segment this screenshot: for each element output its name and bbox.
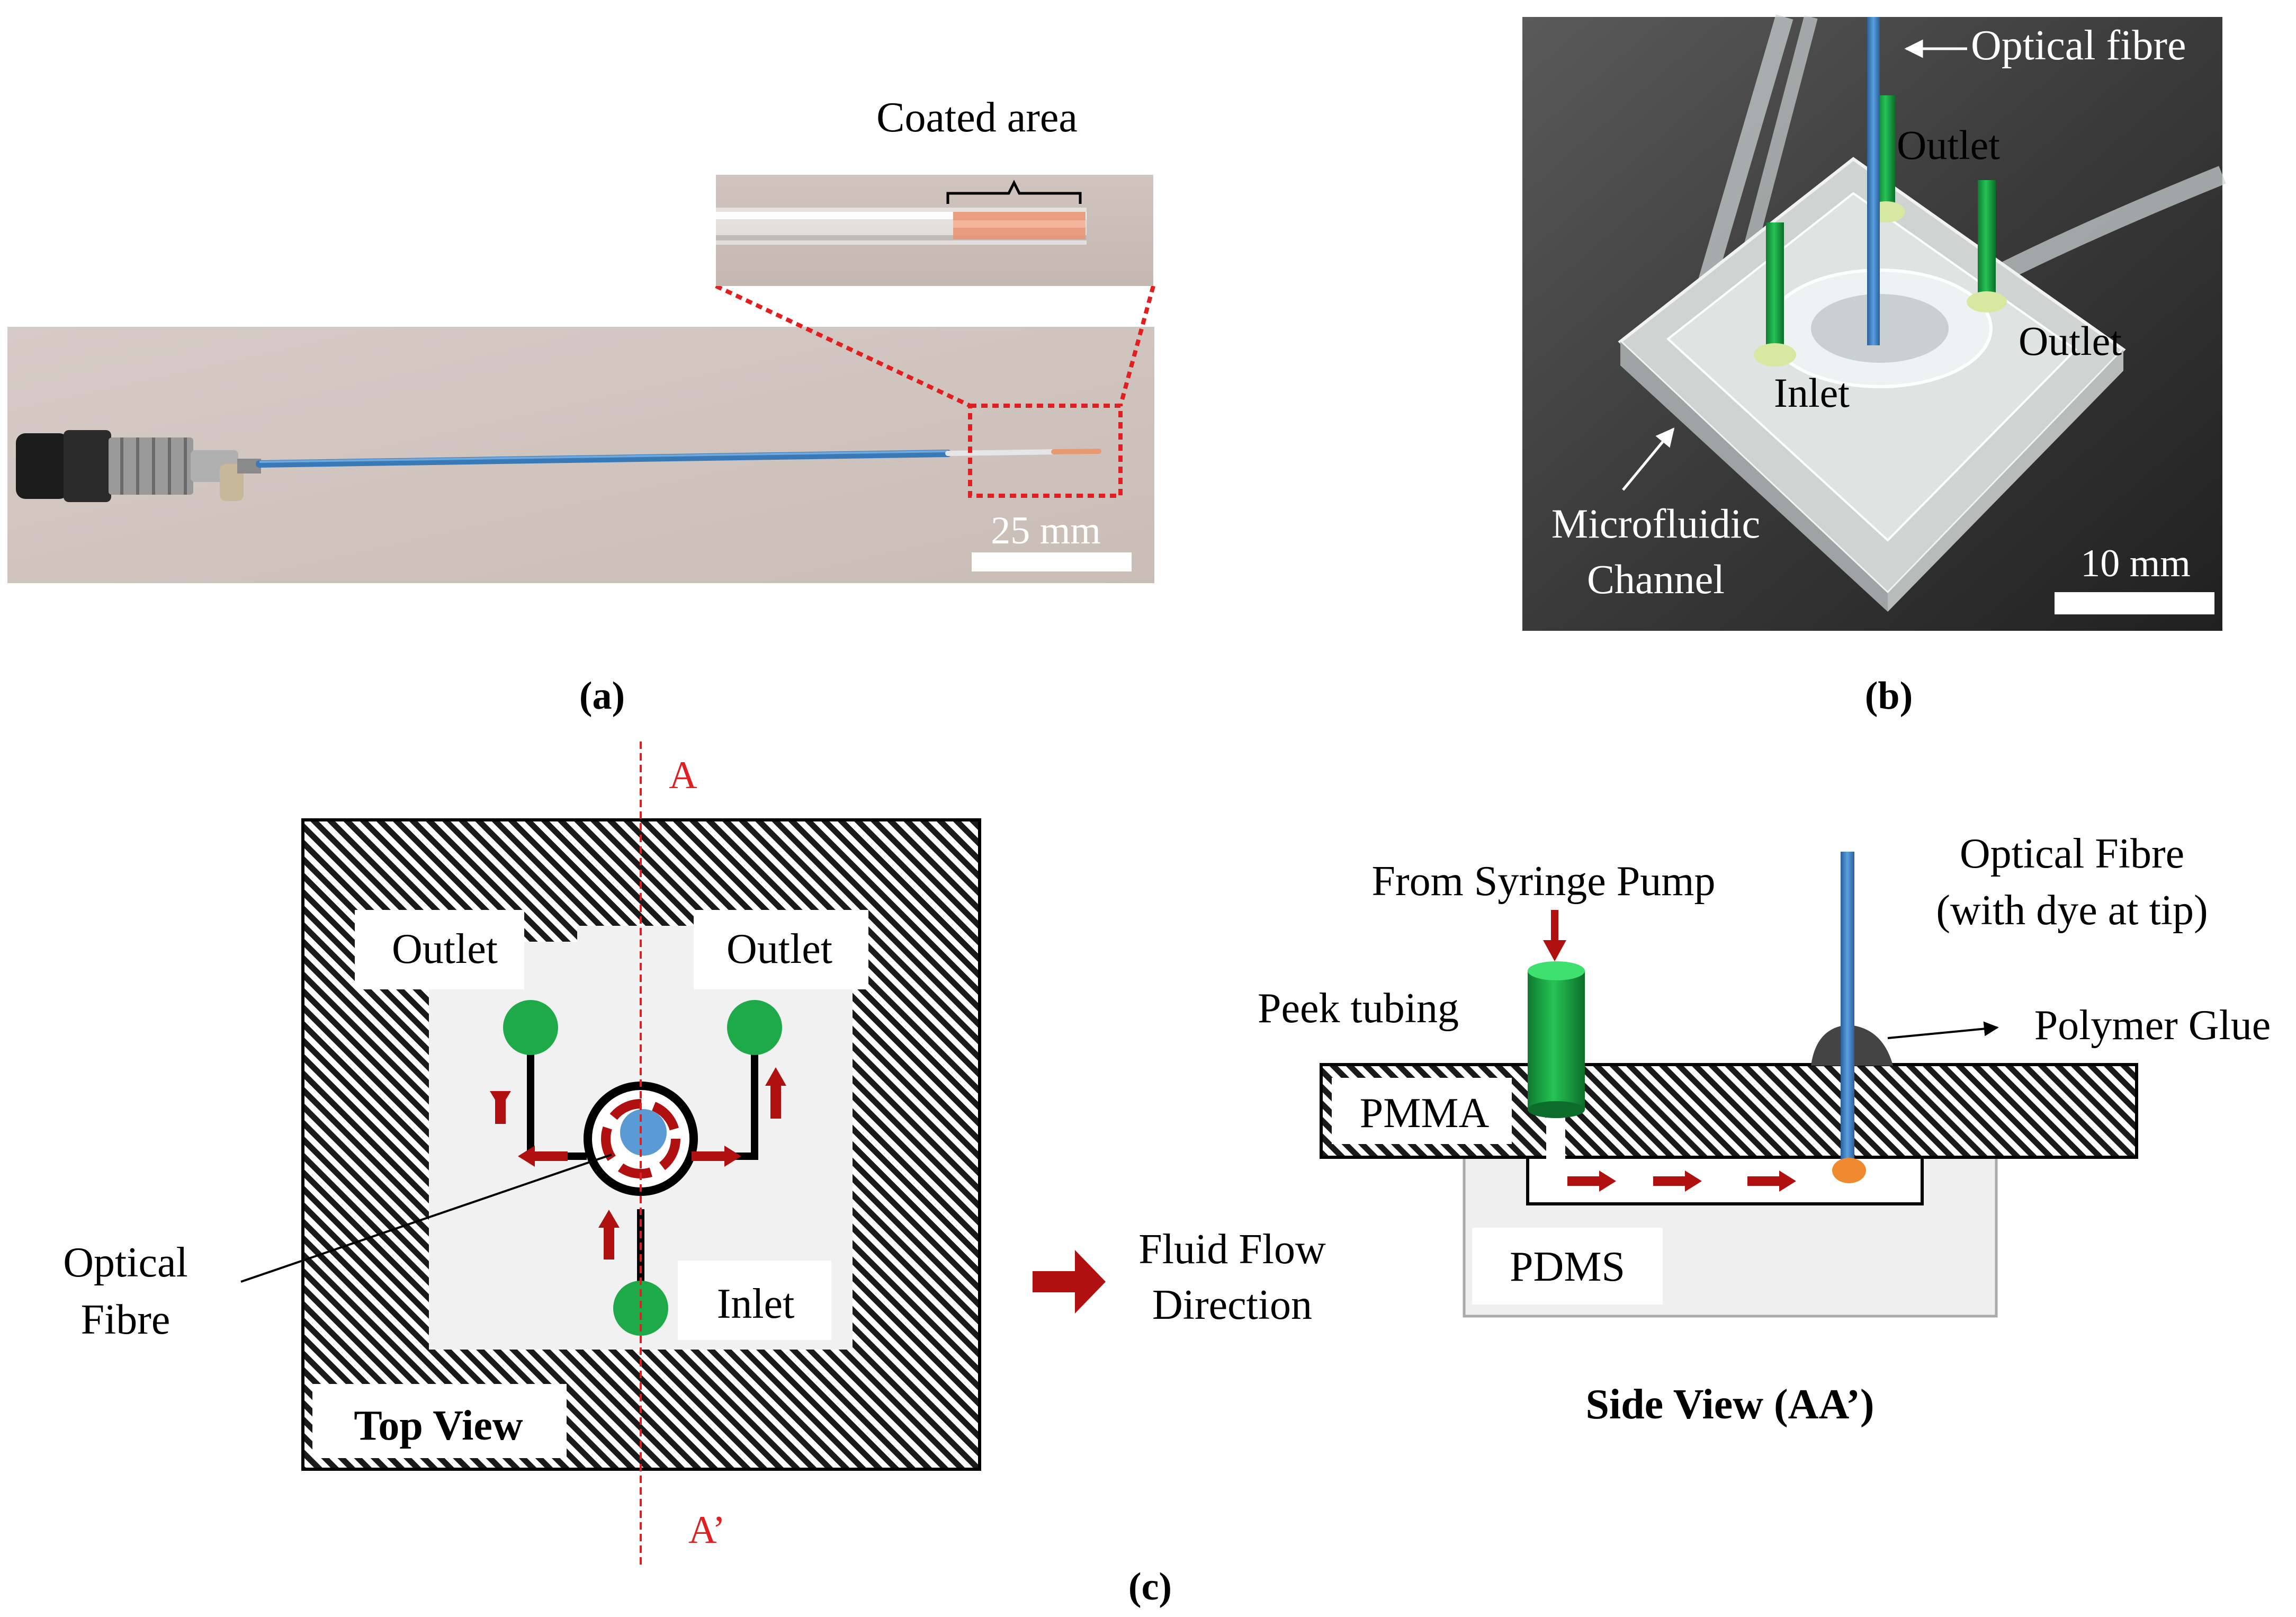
panel-c-side-view: PDMS PMMA From Syringe Pump Peek tubing … (1258, 830, 2271, 1428)
port-tubes (1754, 95, 2007, 367)
section-a-label: A (669, 754, 697, 797)
side-view-title: Side View (AA’) (1585, 1381, 1874, 1428)
outlet-left-box (355, 910, 524, 989)
scale-bar-a (972, 552, 1132, 571)
flow-legend: Fluid Flow Direction (1033, 1226, 1326, 1328)
channel-label-line2: Channel (1587, 556, 1725, 602)
pmma-label: PMMA (1360, 1090, 1490, 1137)
optical-fibre-top-line2: Fibre (81, 1297, 171, 1343)
top-view-title: Top View (354, 1402, 523, 1449)
port-outlet-left (503, 1000, 558, 1055)
panel-a-label: (a) (579, 674, 625, 718)
optical-fibre-side-line2: (with dye at tip) (1936, 887, 2208, 934)
panel-b: Optical fibre Outlet Outlet Inlet Microf… (1522, 14, 2226, 718)
top-view-title-box (312, 1384, 567, 1458)
flow-legend-line1: Fluid Flow (1138, 1226, 1326, 1273)
pmma-label-box (1332, 1078, 1512, 1144)
optical-fibre-b (1867, 17, 1880, 345)
section-a-prime-label: A’ (688, 1508, 725, 1552)
pdms-label-box (1472, 1228, 1663, 1305)
outlet-top-label-b: Outlet (1897, 122, 2000, 168)
panel-c-top-view: Outlet Outlet Inlet Top View (63, 742, 981, 1567)
zoom-box (968, 404, 1123, 498)
blue-fibre (256, 450, 952, 468)
channel-label-line1: Microfluidic (1551, 501, 1760, 547)
flow-arrows-top (490, 1067, 786, 1259)
scale-bar-label-a: 25 mm (991, 509, 1101, 552)
port-outlet-right (727, 1000, 782, 1055)
inlet-label-b: Inlet (1774, 370, 1850, 416)
panel-b-label: (b) (1865, 674, 1913, 718)
outlet-right-label: Outlet (727, 926, 832, 972)
flow-arrows-side (1567, 1171, 1796, 1192)
coated-area-bracket (946, 180, 1082, 204)
outlet-right-box (694, 910, 868, 989)
from-syringe-pump-label: From Syringe Pump (1372, 858, 1716, 905)
dye-tip (1832, 1158, 1866, 1183)
optical-fibre-side (1841, 852, 1854, 1169)
fibre-connector (16, 430, 261, 502)
inlet-label: Inlet (717, 1281, 795, 1327)
optical-fibre-side-line1: Optical Fibre (1960, 830, 2184, 877)
pdms-label: PDMS (1510, 1244, 1625, 1290)
flow-legend-line2: Direction (1152, 1282, 1312, 1328)
polymer-glue-label: Polymer Glue (2034, 1002, 2271, 1049)
flow-legend-arrow (1033, 1250, 1106, 1314)
outlet-right-label-b: Outlet (2019, 318, 2122, 364)
panel-c-label: (c) (1128, 1565, 1172, 1609)
inlet-box (678, 1261, 831, 1340)
optical-fibre-label-b: Optical fibre (1971, 22, 2186, 69)
peek-tubing (1528, 961, 1585, 1118)
optical-fibre-top-line1: Optical (63, 1239, 187, 1286)
scale-bar-b (2055, 592, 2214, 614)
scale-bar-label-b: 10 mm (2080, 542, 2191, 585)
fibre-spot (620, 1109, 667, 1156)
panel-a: Coated area 25 mm (a) (7, 94, 1155, 718)
coated-area-label: Coated area (876, 94, 1078, 141)
inset-coated-tip (716, 175, 1153, 286)
peek-tubing-label: Peek tubing (1258, 985, 1459, 1032)
outlet-left-label: Outlet (392, 926, 498, 972)
